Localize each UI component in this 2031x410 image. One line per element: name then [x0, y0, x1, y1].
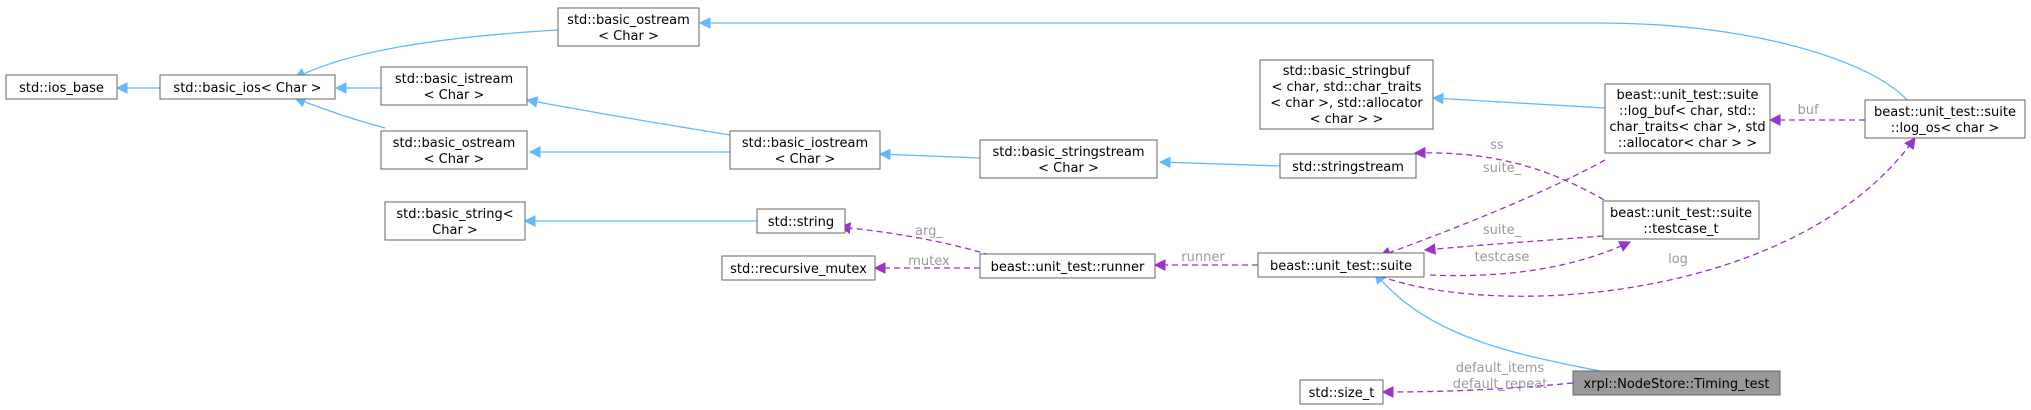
svg-text:std::string: std::string — [768, 215, 834, 230]
svg-text:beast::unit_test::suite: beast::unit_test::suite — [1617, 88, 1759, 103]
node-std-basic-stringbuf[interactable]: std::basic_stringbuf < char, std::char_t… — [1259, 59, 1434, 130]
svg-text:::log_os< char >: ::log_os< char > — [1891, 121, 2000, 136]
svg-text:std::basic_ostream: std::basic_ostream — [393, 136, 516, 151]
edge-basic-ostream-mid-to-basic-ios — [293, 96, 386, 129]
edge-log-buf-to-basic-stringbuf — [1431, 92, 1606, 109]
node-std-basic-ios[interactable]: std::basic_ios< Char > — [159, 74, 336, 100]
svg-text:std::basic_istream: std::basic_istream — [395, 72, 513, 87]
edge-ss — [1413, 146, 1656, 232]
svg-text:< char >, std::allocator: < char >, std::allocator — [1270, 96, 1423, 111]
edge-log — [1379, 137, 1916, 297]
edge-arg — [838, 222, 991, 256]
node-suite-testcase-t[interactable]: beast::unit_test::suite ::testcase_t — [1602, 200, 1760, 240]
svg-text:std::basic_stringstream: std::basic_stringstream — [992, 145, 1144, 160]
edge-label-testcase: testcase — [1475, 250, 1530, 265]
svg-text:beast::unit_test::suite: beast::unit_test::suite — [1874, 105, 2016, 120]
node-suite-log-os[interactable]: beast::unit_test::suite ::log_os< char > — [1864, 99, 2026, 139]
usage-edges — [838, 114, 1916, 398]
edge-label-ss: ss — [1490, 138, 1504, 153]
node-std-ios-base[interactable]: std::ios_base — [5, 74, 118, 100]
node-std-basic-ostream-top[interactable]: std::basic_ostream < Char > — [557, 7, 700, 47]
svg-text:< Char >: < Char > — [775, 152, 836, 167]
node-std-string[interactable]: std::string — [756, 208, 846, 234]
svg-text:char_traits< char >, std: char_traits< char >, std — [1609, 120, 1765, 135]
svg-text:::testcase_t: ::testcase_t — [1643, 222, 1718, 237]
edge-suite-to-log-buf — [1378, 159, 1606, 258]
svg-text:::allocator< char > >: ::allocator< char > > — [1618, 136, 1757, 151]
edge-label-suite-lower: suite_ — [1483, 223, 1522, 238]
edge-label-default-items: default_items — [1456, 361, 1545, 376]
svg-text:< Char >: < Char > — [598, 29, 659, 44]
node-std-basic-stringstream[interactable]: std::basic_stringstream < Char > — [979, 139, 1158, 179]
node-std-basic-istream[interactable]: std::basic_istream < Char > — [380, 66, 528, 106]
edge-testcase — [1429, 241, 1632, 277]
node-std-basic-ostream-mid[interactable]: std::basic_ostream < Char > — [380, 130, 528, 170]
svg-text:std::basic_ostream: std::basic_ostream — [567, 13, 690, 28]
node-std-recursive-mutex[interactable]: std::recursive_mutex — [721, 255, 876, 281]
edge-label-runner: runner — [1181, 250, 1225, 265]
edge-log-os-to-basic-ostream-top — [698, 17, 1908, 101]
node-unit-test-runner[interactable]: beast::unit_test::runner — [979, 253, 1156, 279]
svg-text:< Char >: < Char > — [1038, 161, 1099, 176]
svg-text:std::ios_base: std::ios_base — [19, 81, 104, 96]
svg-text:Char >: Char > — [432, 223, 478, 238]
node-std-stringstream[interactable]: std::stringstream — [1279, 153, 1417, 179]
node-std-basic-iostream[interactable]: std::basic_iostream < Char > — [729, 130, 881, 170]
node-timing-test[interactable]: xrpl::NodeStore::Timing_test — [1572, 370, 1781, 396]
svg-text:< Char >: < Char > — [424, 152, 485, 167]
edge-label-arg: arg_ — [915, 224, 943, 239]
node-suite-log-buf[interactable]: beast::unit_test::suite ::log_buf< char,… — [1604, 83, 1771, 154]
edge-basic-ostream-top-to-basic-ios — [293, 29, 559, 79]
svg-text:std::recursive_mutex: std::recursive_mutex — [730, 262, 867, 277]
edge-label-mutex: mutex — [908, 254, 950, 269]
svg-text:< char, std::char_traits: < char, std::char_traits — [1272, 80, 1422, 95]
svg-text:beast::unit_test::suite: beast::unit_test::suite — [1270, 259, 1412, 274]
edge-label-log: log — [1668, 252, 1688, 267]
inheritance-edges — [115, 17, 1908, 374]
svg-text:beast::unit_test::suite: beast::unit_test::suite — [1610, 206, 1752, 221]
edge-basic-stringstream-to-basic-iostream — [878, 148, 981, 161]
edge-label-buf: buf — [1797, 103, 1818, 118]
svg-text:< char > >: < char > > — [1310, 112, 1384, 127]
svg-text:< Char >: < Char > — [424, 88, 485, 103]
node-std-basic-string[interactable]: std::basic_string< Char > — [384, 201, 526, 241]
edge-default-items-repeat — [1381, 382, 1574, 398]
svg-text:std::stringstream: std::stringstream — [1292, 160, 1404, 175]
svg-text:std::basic_stringbuf: std::basic_stringbuf — [1283, 64, 1411, 79]
edge-timing-test-to-suite — [1374, 272, 1611, 374]
edge-suite-to-testcase — [1423, 235, 1604, 255]
edge-stringstream-to-basic-stringstream — [1158, 156, 1281, 169]
node-std-size-t[interactable]: std::size_t — [1299, 379, 1384, 405]
svg-text:beast::unit_test::runner: beast::unit_test::runner — [991, 260, 1145, 275]
svg-text:std::size_t: std::size_t — [1309, 386, 1375, 401]
svg-text:std::basic_string<: std::basic_string< — [396, 207, 513, 222]
node-unit-test-suite[interactable]: beast::unit_test::suite — [1257, 252, 1425, 278]
svg-text:xrpl::NodeStore::Timing_test: xrpl::NodeStore::Timing_test — [1583, 377, 1769, 392]
edge-basic-iostream-to-basic-istream — [525, 96, 731, 136]
svg-text:std::basic_iostream: std::basic_iostream — [742, 136, 868, 151]
edge-labels: buf ss suite_ suite_ testcase log runner… — [908, 103, 1819, 392]
edge-label-suite-upper: suite_ — [1483, 161, 1522, 176]
edge-label-default-repeat: default_repeat — [1453, 377, 1548, 392]
svg-text:::log_buf< char, std::: ::log_buf< char, std:: — [1619, 104, 1756, 119]
svg-text:std::basic_ios< Char >: std::basic_ios< Char > — [173, 81, 321, 96]
